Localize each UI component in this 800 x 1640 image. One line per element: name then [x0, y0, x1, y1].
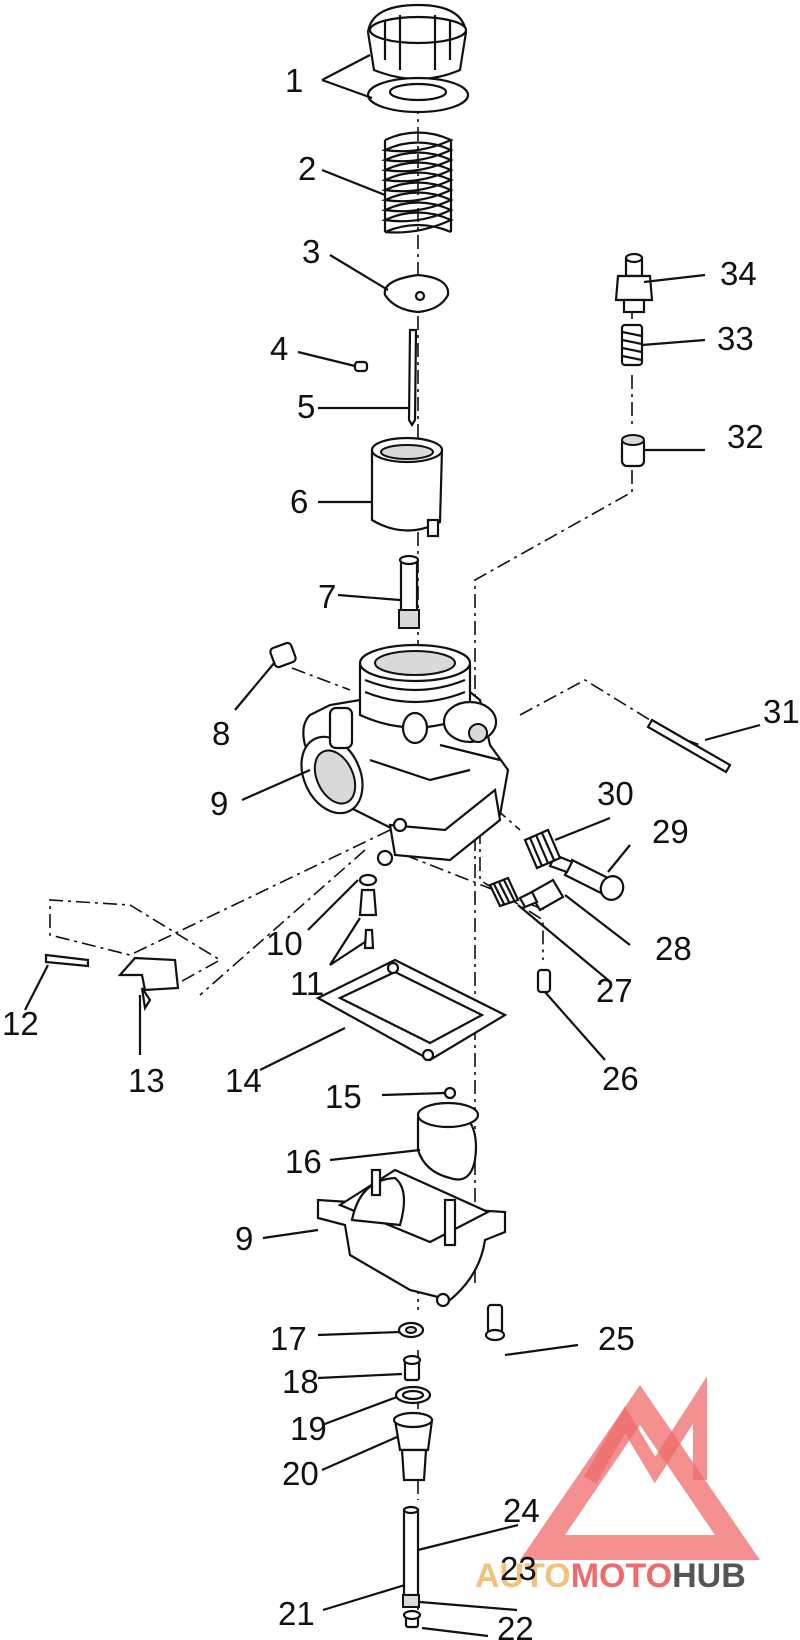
part-10-11-jets [358, 873, 378, 950]
watermark-text-moto: MOTO [571, 1557, 672, 1595]
part-25-screw [484, 1303, 506, 1342]
carburetor-body [300, 643, 510, 867]
svg-text:AUTOMOTOHUB: AUTOMOTOHUB [475, 1557, 746, 1595]
callout-4: 4 [270, 330, 288, 367]
callout-16: 16 [285, 1143, 322, 1180]
callout-11: 11 [290, 965, 324, 1002]
part-28-air-screw [518, 878, 565, 912]
part-34-adjuster [614, 252, 654, 314]
part-30-spring [523, 828, 562, 870]
part-12-13-choke-plate [44, 953, 180, 1012]
callout-17: 17 [270, 1320, 307, 1357]
callout-5: 5 [297, 388, 315, 425]
callout-23: 23 [500, 1550, 537, 1587]
callout-2: 2 [298, 150, 316, 187]
part-1-top-cap [366, 3, 470, 114]
callout-22: 22 [497, 1610, 534, 1640]
callout-29: 29 [652, 813, 689, 850]
callout-21: 21 [278, 1595, 315, 1632]
part-32-fitting [620, 434, 646, 468]
callout-15: 15 [325, 1078, 362, 1115]
callout-1: 1 [285, 62, 303, 99]
part-8-plug [269, 641, 297, 669]
callout-9: 9 [210, 785, 228, 822]
float-bowl [316, 1168, 507, 1308]
part-26-fitting [536, 968, 552, 994]
callout-8: 8 [212, 715, 230, 752]
callout-10: 10 [266, 925, 303, 962]
part-16-float [416, 1101, 480, 1181]
part-3-retainer-plate [383, 273, 450, 314]
watermark-text-hub: HUB [672, 1557, 746, 1595]
callout-31: 31 [763, 693, 800, 730]
callout-32: 32 [727, 418, 764, 455]
callout-19: 19 [290, 1410, 327, 1447]
callout-labels: 1 2 3 4 5 6 7 8 9 10 11 12 13 14 15 16 9… [2, 62, 800, 1640]
watermark-m-icon [583, 1376, 707, 1484]
watermark-triangle-icon [520, 1385, 760, 1560]
part-2-spring [381, 131, 454, 234]
callout-3: 3 [302, 233, 320, 270]
part-33-spring [620, 323, 644, 367]
part-6-throttle-slide [370, 436, 444, 538]
callout-20: 20 [282, 1455, 319, 1492]
callout-6: 6 [290, 483, 308, 520]
callout-30: 30 [597, 775, 634, 812]
part-5-jet-needle [407, 328, 418, 428]
callout-24: 24 [503, 1492, 540, 1529]
callout-9-bowl: 9 [235, 1220, 253, 1257]
callout-33: 33 [717, 320, 754, 357]
callout-27: 27 [596, 972, 633, 1009]
part-18-main-jet [402, 1354, 422, 1382]
callout-18: 18 [282, 1363, 319, 1400]
watermark-logo: AUTOMOTOHUB [475, 1376, 760, 1595]
part-15-ball [443, 1086, 457, 1100]
leader-lines [24, 54, 761, 1638]
part-31-rod [646, 718, 732, 774]
watermark-text-auto: AUTO [475, 1557, 571, 1595]
callout-13: 13 [128, 1062, 165, 1099]
callout-7: 7 [318, 578, 336, 615]
callout-34: 34 [720, 255, 757, 292]
callout-26: 26 [602, 1060, 639, 1097]
callout-14: 14 [225, 1062, 262, 1099]
callout-25: 25 [598, 1320, 635, 1357]
part-20-needle-jet-holder [392, 1411, 434, 1482]
assembly-lines [49, 100, 701, 1610]
part-7-needle-jet [398, 554, 420, 629]
part-27-spring [488, 876, 520, 908]
callout-28: 28 [655, 930, 692, 967]
part-19-o-ring [394, 1385, 432, 1405]
part-14-float-bowl-gasket [315, 958, 508, 1062]
callout-12: 12 [2, 1005, 39, 1042]
part-21-24-pilot-jet-tube [402, 1505, 422, 1629]
part-4-clip [353, 360, 369, 373]
part-17-washer [397, 1321, 425, 1339]
